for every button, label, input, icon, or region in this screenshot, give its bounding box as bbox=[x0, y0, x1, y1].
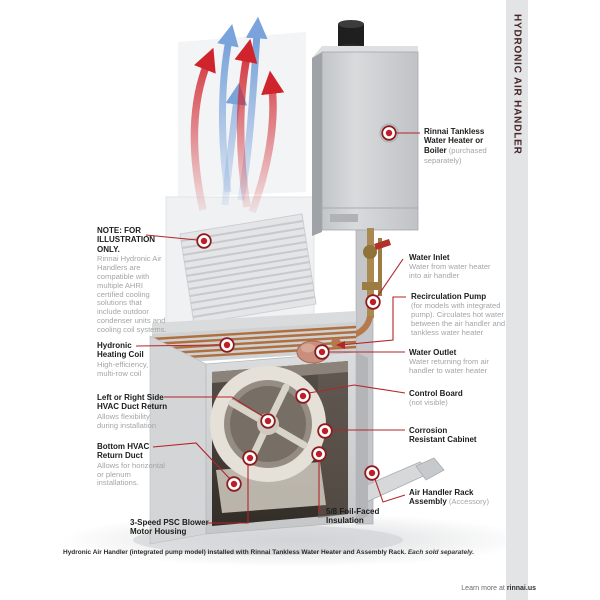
tankless-water-heater bbox=[312, 20, 419, 236]
bottom-duct-label: Bottom HVAC Return Duct bbox=[97, 442, 150, 461]
rack-desc: (Accessory) bbox=[446, 497, 489, 507]
water-outlet-label: Water Outlet bbox=[409, 348, 457, 357]
rack-marker-icon bbox=[364, 465, 380, 481]
blower-marker-icon bbox=[242, 450, 258, 466]
callout-bottom-duct-return: Bottom HVAC Return Duct Allows for horiz… bbox=[97, 442, 192, 488]
rinnai-heater-marker-icon bbox=[381, 125, 397, 141]
valve-handle bbox=[374, 239, 391, 250]
callout-rack-assembly: Air Handler Rack Assembly (Accessory) bbox=[409, 488, 509, 507]
bottom-duct-desc: Allows for horizontal or plenum installa… bbox=[97, 460, 165, 488]
airflow-arrow-red-icon bbox=[248, 70, 285, 214]
note-block: NOTE: FOR ILLUSTRATION ONLY. Rinnai Hydr… bbox=[97, 226, 177, 335]
rack-label: Air Handler Rack Assembly bbox=[409, 488, 474, 507]
control-board-desc: (not visible) bbox=[409, 398, 448, 408]
callout-insulation: 5/8 Foil-Faced Insulation bbox=[326, 507, 396, 526]
cooling-coil-ghost bbox=[165, 196, 317, 338]
side-duct-desc: Allows flexibility during installation bbox=[97, 411, 157, 430]
cabinet-marker-icon bbox=[317, 423, 333, 439]
recirc-pump-label: Recirculation Pump bbox=[411, 292, 487, 301]
callout-cabinet: Corrosion Resistant Cabinet bbox=[409, 426, 504, 445]
heating-coil-desc: High-efficiency, multi-row coil bbox=[97, 359, 149, 378]
airflow-arrows bbox=[190, 16, 285, 214]
footer-site-link[interactable]: rinnai.us bbox=[506, 585, 536, 592]
note-body: Rinnai Hydronic Air Handlers are compati… bbox=[97, 254, 167, 335]
callout-leader-lines bbox=[135, 132, 420, 524]
caption-note: Each sold separately. bbox=[406, 549, 475, 556]
side-duct-marker-icon bbox=[260, 413, 276, 429]
insulation-marker-icon bbox=[311, 446, 327, 462]
sidebar-strip: HYDRONIC AIR HANDLER bbox=[506, 0, 528, 600]
control-board-label: Control Board bbox=[409, 389, 463, 398]
rinnai-heater-desc: (purchased separately) bbox=[424, 145, 487, 165]
recirc-pump-desc: (for models with integrated pump). Circu… bbox=[411, 301, 506, 337]
rinnai-heater-label: Rinnai Tankless Water Heater or Boiler bbox=[424, 127, 485, 155]
footer-prefix: Learn more at bbox=[461, 585, 507, 592]
caption-main: Hydronic Air Handler (integrated pump mo… bbox=[63, 549, 407, 556]
callout-recirc-pump: Recirculation Pump (for models with inte… bbox=[411, 292, 521, 338]
water-outlet-marker-icon bbox=[314, 344, 330, 360]
control-board-marker-icon bbox=[295, 388, 311, 404]
sidebar-vertical-title: HYDRONIC AIR HANDLER bbox=[511, 14, 523, 155]
water-inlet-label: Water Inlet bbox=[409, 253, 450, 262]
airflow-arrow-red-icon bbox=[234, 38, 258, 208]
water-inlet-desc: Water from water heater into air handler bbox=[409, 262, 491, 281]
water-outlet-desc: Water returning from air handler to wate… bbox=[409, 357, 489, 376]
airflow-arrow-blue-icon bbox=[221, 82, 248, 206]
callout-blower-motor: 3-Speed PSC Blower Motor Housing bbox=[130, 518, 230, 537]
bottom-duct-marker-icon bbox=[226, 476, 242, 492]
heating-coil-marker-icon bbox=[219, 337, 235, 353]
callout-control-board: Control Board (not visible) bbox=[409, 389, 519, 408]
recirc-pump-arrowhead-icon bbox=[336, 341, 345, 349]
note-marker-icon bbox=[196, 233, 212, 249]
callout-hydronic-heating-coil: Hydronic Heating Coil High-efficiency, m… bbox=[97, 341, 187, 378]
heating-coil-label: Hydronic Heating Coil bbox=[97, 341, 144, 360]
airflow-arrow-red-icon bbox=[190, 47, 216, 211]
callout-markers bbox=[196, 125, 397, 492]
footer-learn-more: Learn more at rinnai.us bbox=[461, 585, 536, 592]
image-caption: Hydronic Air Handler (integrated pump mo… bbox=[63, 549, 474, 556]
note-title: NOTE: FOR ILLUSTRATION ONLY. bbox=[97, 226, 156, 254]
blower-label: 3-Speed PSC Blower Motor Housing bbox=[130, 518, 209, 537]
callout-rinnai-heater: Rinnai Tankless Water Heater or Boiler (… bbox=[424, 127, 509, 165]
cabinet-label: Corrosion Resistant Cabinet bbox=[409, 426, 477, 445]
side-duct-label: Left or Right Side HVAC Duct Return bbox=[97, 393, 168, 412]
water-inlet-marker-icon bbox=[365, 294, 381, 310]
insulation-label: 5/8 Foil-Faced Insulation bbox=[326, 507, 380, 526]
callout-side-duct-return: Left or Right Side HVAC Duct Return Allo… bbox=[97, 393, 192, 430]
callout-water-outlet: Water Outlet Water returning from air ha… bbox=[409, 348, 519, 376]
callout-water-inlet: Water Inlet Water from water heater into… bbox=[409, 253, 519, 281]
